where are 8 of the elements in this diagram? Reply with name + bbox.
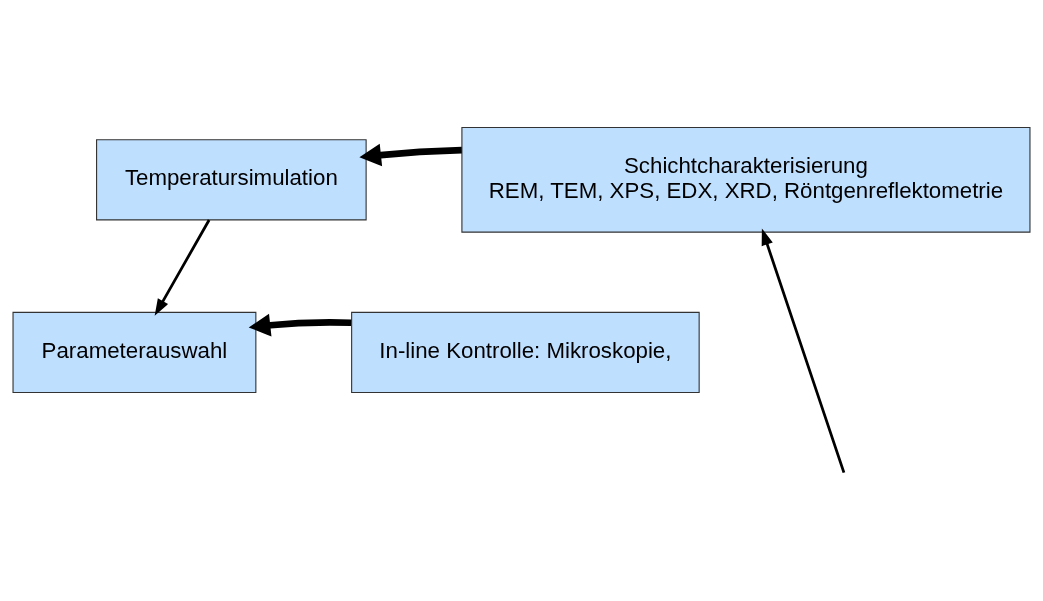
arrow — [359, 143, 462, 167]
arrow — [761, 228, 846, 474]
arrow — [154, 219, 211, 316]
node-box: Temperatursimulation — [96, 139, 367, 221]
node-box: Parameterauswahl — [12, 311, 257, 394]
node-box: In-line Kontrolle: Mikroskopie, — [351, 311, 700, 394]
arrow — [248, 313, 352, 337]
node-box: Schichtcharakterisierung REM, TEM, XPS, EDX, XRD, Röntgenreflektometrie — [461, 126, 1031, 233]
